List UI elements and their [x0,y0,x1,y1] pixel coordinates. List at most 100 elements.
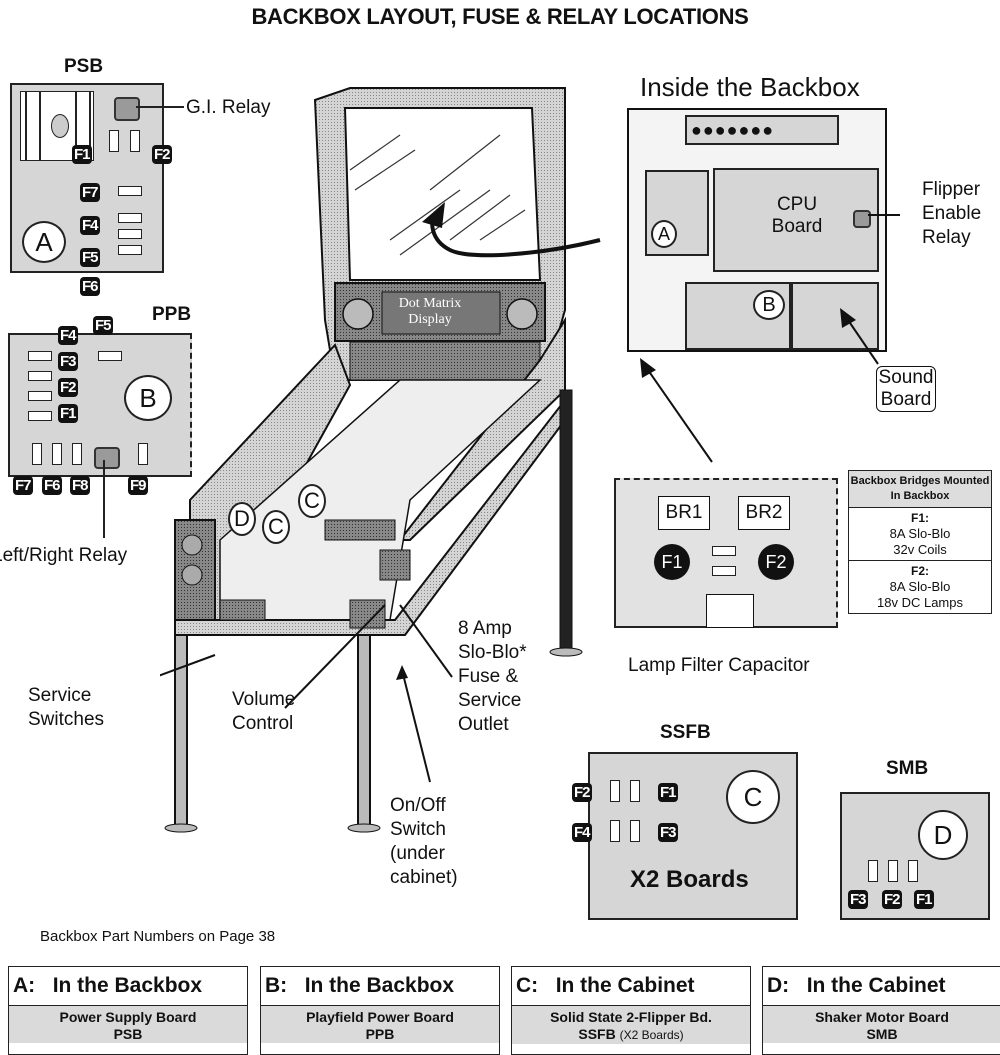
legend-a-head: A: In the Backbox [9,967,247,1006]
ppb-fuse-f7: F7 [13,476,33,495]
bridges-table: Backbox Bridges Mounted In Backbox F1: 8… [848,470,992,614]
inside-backbox-title: Inside the Backbox [640,72,860,102]
smb-fuse-f3: F3 [848,890,868,909]
dot-matrix-display-label: Dot Matrix Display [398,296,462,327]
psb-fuse-f2: F2 [152,145,172,164]
bridges-row-rating: 8A Slo-Blo [889,579,951,594]
bridges-row-use: 32v Coils [893,542,947,557]
lamp-row: ●●●●●●● [685,115,839,145]
legend-location: In the Cabinet [806,974,946,997]
legend-location: In the Backbox [52,974,203,997]
psb-fuse-f7: F7 [80,183,100,202]
backbox-psb: A [645,170,709,256]
ppb-fuse-f8: F8 [70,476,90,495]
arrow-to-sound-board [840,308,879,365]
gi-relay-label: G.I. Relay [186,97,271,118]
ppb-fuse-f1: F1 [58,404,78,423]
ppb-fuse-f3: F3 [58,352,78,371]
bridges-row: F1: 8A Slo-Blo 32v Coils [849,508,991,561]
legend-extra: (X2 Boards) [619,1028,684,1042]
ppb-fuse-f5: F5 [93,316,113,335]
pinball-cabinet-illustration [160,87,601,833]
cabinet-marker-c2: C [298,484,326,518]
cabinet-marker-c1: C [262,510,290,544]
transistor-icon [51,114,69,138]
psb-fuse-f5: F5 [80,248,100,267]
sound-board [791,282,879,350]
psb-board: A [10,83,164,273]
legend-key: B: [265,974,288,997]
left-right-relay [94,447,120,469]
psb-fuse-f4: F4 [80,216,100,235]
ppb-fuse-f4: F4 [58,326,78,345]
bridges-board: BR1 BR2 F1 F2 [614,478,838,628]
ssfb-note: X2 Boards [630,866,749,893]
bridges-row: F2: 8A Slo-Blo 18v DC Lamps [849,561,991,613]
lamp-filter-capacitor-label: Lamp Filter Capacitor [628,655,810,676]
psb-letter-circle: A [22,221,66,263]
lamp-filter-capacitor [706,594,754,628]
legend-abbr: PSB [113,1026,143,1042]
legend-board: Solid State 2-Flipper Bd. [550,1009,712,1025]
smb-label: SMB [886,758,929,779]
ppb-fuse-f2: F2 [58,378,78,397]
smb-fuse-f2: F2 [882,890,902,909]
psb-fuse-f1: F1 [72,145,92,164]
legend-location: In the Cabinet [555,974,695,997]
legend-c-body: Solid State 2-Flipper Bd.SSFB (X2 Boards… [512,1006,750,1044]
br2: BR2 [738,496,790,530]
ssfb-fuse-f3: F3 [658,823,678,842]
ppb-fuse-f9: F9 [128,476,148,495]
bridges-table-header: Backbox Bridges Mounted In Backbox [849,471,991,508]
br1: BR1 [658,496,710,530]
smb-fuse-f1: F1 [914,890,934,909]
legend-key: C: [516,974,539,997]
ssfb-board: C X2 Boards [588,752,798,920]
ppb-fuse-f6: F6 [42,476,62,495]
bridge-fuse-f2: F2 [758,544,794,580]
service-switches-label: Service Switches [28,685,105,730]
bridges-row-fuse: F2: [911,564,929,578]
legend-abbr: SMB [866,1026,898,1042]
page-title: BACKBOX LAYOUT, FUSE & RELAY LOCATIONS [251,4,749,29]
left-right-relay-label: Left/Right Relay [0,545,128,566]
backbox-ppb-letter: B [753,290,785,320]
legend-board: Playfield Power Board [306,1009,454,1025]
onoff-switch-label: On/Off Switch (under cabinet) [390,795,458,888]
ssfb-fuse-f2: F2 [572,783,592,802]
backbox-ppb: B [685,282,791,350]
ppb-letter-circle: B [124,375,172,421]
part-numbers-note: Backbox Part Numbers on Page 38 [40,928,276,945]
legend-c-head: C: In the Cabinet [512,967,750,1006]
sound-board-label: Sound Board [876,366,936,412]
ppb-label: PPB [152,304,192,325]
legend-d-head: D: In the Cabinet [763,967,1000,1006]
cpu-board-label: CPU Board [771,194,823,237]
bridge-fuse-f1: F1 [654,544,690,580]
legend-abbr: PPB [365,1026,395,1042]
psb-label: PSB [64,56,104,77]
ssfb-label: SSFB [660,722,711,743]
arrow-to-backbox [640,358,713,463]
legend-key: D: [767,974,790,997]
legend-b-head: B: In the Backbox [261,967,499,1006]
smb-board: D [840,792,990,920]
fuse-outlet-label: 8 Amp Slo-Blo* Fuse & Service Outlet [458,618,527,735]
psb-fuse-f6: F6 [80,277,100,296]
legend-board: Shaker Motor Board [815,1009,949,1025]
bridges-row-fuse: F1: [911,511,929,525]
legend-abbr: SSFB [578,1026,616,1042]
backbox-psb-letter: A [651,220,677,248]
flipper-enable-relay-label: Flipper Enable Relay [922,179,982,248]
legend-c: C: In the Cabinet Solid State 2-Flipper … [511,966,751,1055]
ssfb-letter-circle: C [726,770,780,824]
gi-relay [114,97,140,121]
smb-letter-circle: D [918,810,968,860]
cabinet-marker-d: D [228,502,256,536]
cpu-board: CPU Board [713,168,879,272]
